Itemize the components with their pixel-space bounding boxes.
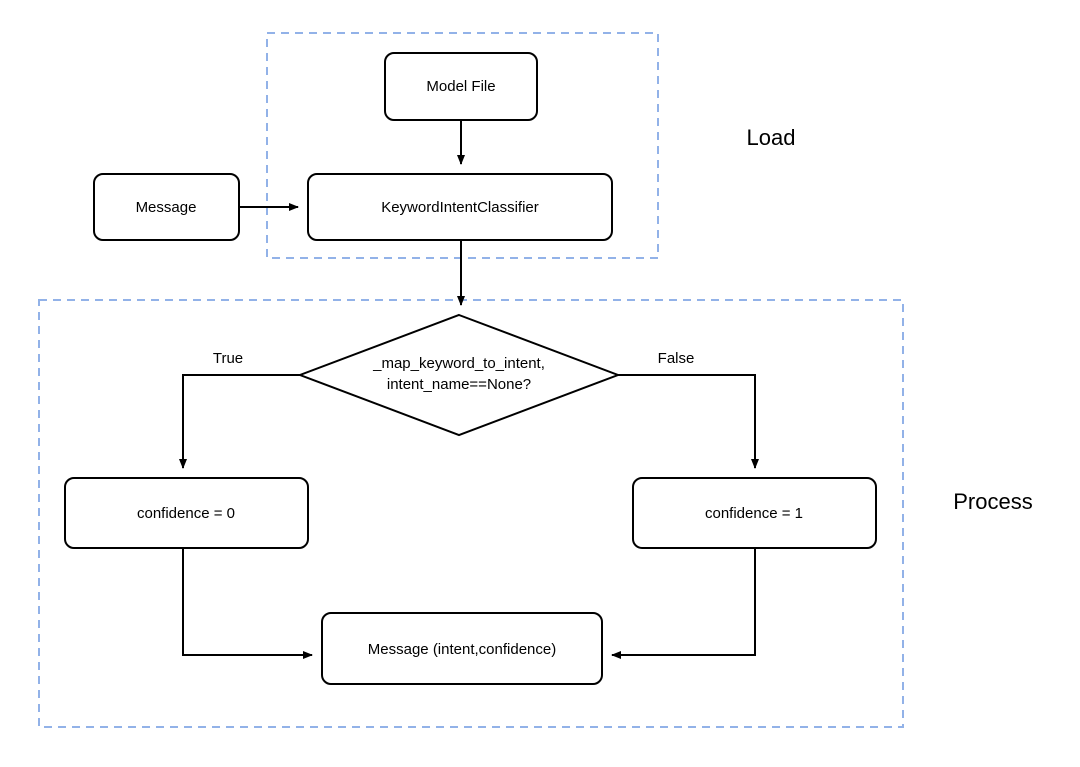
node-message-in-shape[interactable] (93, 173, 240, 241)
node-confidence-one-shape[interactable] (632, 477, 877, 549)
node-model-file-shape[interactable] (384, 52, 538, 121)
node-model-file[interactable]: Model File (384, 52, 538, 121)
node-confidence-zero[interactable]: confidence = 0 (64, 477, 309, 549)
node-confidence-one-label: confidence = 1 (705, 505, 803, 522)
node-decision-label-line1: _map_keyword_to_intent, (372, 355, 545, 372)
node-message-out-label: Message (intent,confidence) (368, 641, 556, 658)
node-decision-label-line2: intent_name==None? (387, 376, 531, 393)
edge-confidence-one-to-message-line (611, 548, 756, 659)
node-keyword-intent-classifier[interactable]: KeywordIntentClassifier (307, 173, 613, 241)
node-keyword-intent-classifier-shape[interactable] (307, 173, 613, 241)
edge-decision-true-line (179, 374, 300, 469)
node-keyword-intent-classifier-label: KeywordIntentClassifier (381, 199, 539, 216)
node-decision[interactable]: _map_keyword_to_intent, intent_name==Non… (297, 313, 621, 437)
node-message-out[interactable]: Message (intent,confidence) (321, 612, 603, 685)
group-load-label: Load (747, 125, 796, 150)
node-confidence-one[interactable]: confidence = 1 (632, 477, 877, 549)
group-process-box (38, 299, 904, 728)
edge-label-true: True (213, 350, 243, 367)
node-model-file-label: Model File (426, 78, 495, 95)
edge-confidence-one-to-message (611, 548, 756, 659)
node-message-in-label: Message (136, 199, 197, 216)
node-decision-shape[interactable] (297, 313, 621, 437)
node-message-in[interactable]: Message (93, 173, 240, 241)
group-process-label: Process (953, 489, 1032, 514)
node-confidence-zero-shape[interactable] (64, 477, 309, 549)
edge-decision-false-line (618, 374, 759, 469)
edge-label-false: False (658, 350, 695, 367)
edge-confidence-zero-to-message (182, 548, 313, 659)
node-message-out-shape[interactable] (321, 612, 603, 685)
group-load: Load (266, 32, 796, 259)
edge-confidence-zero-to-message-line (182, 548, 313, 659)
group-process: Process (38, 299, 1033, 728)
node-confidence-zero-label: confidence = 0 (137, 505, 235, 522)
edge-decision-true: True (179, 350, 300, 469)
edge-decision-false: False (618, 350, 759, 469)
